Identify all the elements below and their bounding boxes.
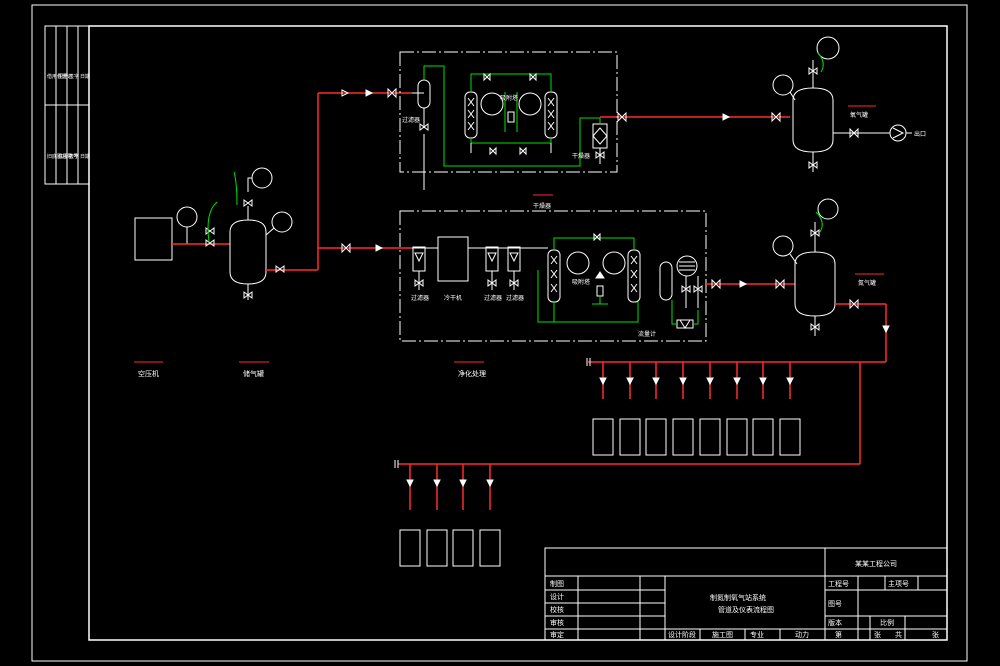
company-name: 某某工程公司 [855, 559, 897, 568]
upper-consumer-4 [699, 362, 721, 456]
specialty-value: 动力 [795, 630, 809, 639]
upper-consumer-1 [619, 362, 641, 456]
purification-package [399, 210, 707, 342]
drawing-title-2: 管道及仪表流程图 [718, 605, 774, 614]
refrigerated-dryer [437, 236, 469, 282]
side-strip [44, 25, 90, 185]
scale-label: 比例 [880, 618, 894, 627]
strip-upper-1: 图号 [58, 74, 68, 80]
gauge-icon [566, 251, 590, 275]
label-refrigerated-dryer: 冷干机 [444, 294, 462, 302]
upper-consumer-7 [779, 362, 801, 456]
label-adsorber: 吸附塔 [572, 278, 590, 286]
label-flowmeter: 流量计 [638, 330, 656, 338]
row-draft: 制图 [550, 579, 564, 588]
label-filter-2: 过滤器 [484, 294, 502, 302]
filter-2 [485, 246, 499, 290]
pressure-gauge-icon [816, 36, 840, 60]
lower-branch-group [399, 464, 501, 567]
label-air-tank: 储气罐 [243, 369, 264, 378]
upper-consumer-2 [645, 362, 667, 456]
label-oxygen-tank: 氧气罐 [850, 111, 868, 119]
upper-consumer-6 [752, 362, 774, 456]
label-filter-1: 过滤器 [411, 294, 429, 302]
item-no-label: 主项号 [888, 579, 909, 588]
project-no-label: 工程号 [828, 579, 849, 588]
pressure-gauge-icon [251, 167, 273, 189]
label-outlet: 出口 [914, 130, 926, 138]
pressure-gauge-icon [271, 211, 293, 233]
gauge-icon [602, 251, 626, 275]
upper-consumer-0 [592, 362, 614, 456]
valve-icon [205, 227, 215, 247]
label-dryer: 干燥器 [533, 202, 551, 210]
strip-upper-3: 日期 [80, 74, 90, 80]
label-filter-3: 过滤器 [506, 294, 524, 302]
upper-consumer-5 [726, 362, 748, 456]
specialty-label: 专业 [750, 630, 764, 639]
strip-lower-0: 旧底图总号 [47, 153, 72, 160]
sheet-label: 第 [835, 630, 842, 639]
total-unit: 张 [932, 630, 939, 639]
upper-branch-group [592, 362, 801, 456]
oxygen-product-tank [792, 60, 834, 172]
strip-upper-0: 借用件登记 [47, 73, 72, 80]
lower-consumer-0 [399, 464, 421, 567]
design-stage-label: 设计阶段 [668, 630, 696, 639]
gauge-icon [518, 92, 542, 116]
upper-consumer-3 [672, 362, 694, 456]
total-label: 共 [895, 630, 902, 639]
lower-consumer-3 [479, 464, 501, 567]
strip-lower-3: 日期 [80, 154, 90, 160]
adsorber-tower-a [547, 249, 561, 303]
label-nitrogen-tank: 氮气罐 [858, 279, 876, 287]
gauge-icon [480, 92, 504, 116]
air-receiver-tank [229, 206, 267, 300]
version-label: 版本 [828, 618, 842, 627]
label-top-outlet: 干燥器 [572, 152, 590, 160]
inner-frame [88, 25, 948, 641]
buffer-vessel [659, 261, 673, 301]
pressure-gauge-icon [176, 206, 198, 228]
pressure-gauge-icon [772, 74, 794, 96]
row-review: 审核 [550, 618, 564, 627]
adsorber-tower-b [627, 249, 641, 303]
title-block [544, 547, 948, 641]
design-stage-value: 施工图 [712, 630, 733, 639]
strip-lower-2: 签字 [69, 153, 79, 160]
row-design: 设计 [550, 592, 564, 601]
dryer-after-filter [592, 123, 608, 164]
filter-3 [507, 246, 521, 290]
filter-1 [412, 246, 426, 290]
pressure-gauge-icon [772, 235, 794, 257]
sheet-unit: 张 [874, 630, 881, 639]
label-purifier: 净化处理 [458, 369, 486, 378]
analyzer-icon [676, 255, 698, 277]
adsorber-tower-right [544, 91, 558, 139]
dryer-package [399, 51, 618, 173]
pre-filter-vessel [417, 79, 431, 190]
outer-frame [31, 4, 968, 662]
drawing-no-label: 图号 [828, 600, 842, 608]
row-approve: 审定 [550, 630, 564, 639]
lower-consumer-1 [426, 464, 448, 567]
drawing-title-1: 制氮制氧气站系统 [710, 593, 766, 602]
lower-consumer-2 [452, 464, 474, 567]
label-adsorber-top: 吸附塔 [500, 94, 518, 102]
nitrogen-product-tank [794, 222, 836, 336]
label-air-compressor: 空压机 [138, 369, 159, 378]
air-compressor [134, 217, 173, 261]
adsorber-tower-left [464, 91, 478, 139]
strip-lower-1: 底图总号 [58, 153, 78, 160]
pressure-gauge-icon [817, 198, 839, 220]
strip-upper-2: 签字 [69, 73, 79, 80]
label-top-filter: 过滤器 [402, 116, 420, 124]
row-check: 校核 [550, 605, 564, 614]
